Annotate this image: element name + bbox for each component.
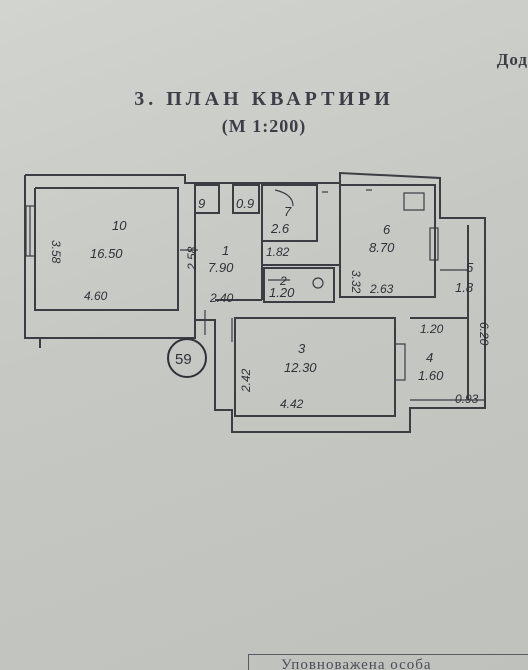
corridor-height-dim: 2.58 [185, 246, 199, 271]
room-7-area: 2.6 [270, 221, 290, 236]
room-3-height-dim: 2.42 [239, 368, 253, 393]
apartment-stamp: 59 [167, 338, 207, 378]
room-8-area: 1.20 [269, 285, 295, 300]
apartment-number: 59 [175, 351, 192, 368]
room-7-number: 7 [284, 204, 292, 219]
room-3-area: 12.30 [284, 360, 317, 375]
page-title: 3. ПЛАН КВАРТИРИ [134, 88, 394, 110]
room-7-width-dim: 1.82 [266, 245, 290, 259]
balcony-width-dim: 0.93 [455, 392, 479, 406]
room-10-width-dim: 4.60 [84, 289, 108, 303]
footer-box: Уповноважена особа [248, 654, 528, 670]
room-6-number: 6 [383, 222, 391, 237]
room-4-area: 1.60 [418, 368, 444, 383]
room-5-area: 1.8 [455, 280, 474, 295]
room-6-height-dim: 3.32 [349, 270, 363, 294]
room-10-height-dim: 3.58 [49, 240, 63, 264]
scale-label: (М 1:200) [221, 116, 307, 136]
room-6-walls [339, 184, 439, 298]
room-4-number: 4 [426, 350, 433, 365]
room-3-width-dim: 4.42 [280, 397, 304, 411]
room-6-area: 8.70 [369, 240, 395, 255]
outer-walls [24, 171, 486, 433]
footer-text: Уповноважена особа [281, 657, 432, 670]
room-9-left-label: 9 [198, 196, 205, 211]
balcony-height-dim: 6.20 [477, 322, 491, 346]
room-10-area: 16.50 [90, 246, 123, 261]
room-1-number: 1 [222, 243, 229, 258]
room-1-area: 7.90 [208, 260, 234, 275]
room-4-width-dim: 1.20 [420, 322, 444, 336]
corner-heading: Дод [496, 50, 528, 69]
room-3-walls [231, 317, 406, 417]
balcony-area [410, 225, 485, 401]
window-room-10 [25, 205, 36, 257]
room-6-width-dim: 2.63 [369, 282, 394, 296]
room-10-number: 10 [112, 218, 127, 233]
room-2-number: 2 [279, 274, 287, 288]
room-3-number: 3 [298, 341, 306, 356]
corridor-width-dim: 2.40 [209, 291, 234, 305]
bathroom-block [194, 184, 340, 303]
room-9-right-label: 0.9 [236, 196, 254, 211]
room-5-number: 5 [466, 260, 474, 275]
